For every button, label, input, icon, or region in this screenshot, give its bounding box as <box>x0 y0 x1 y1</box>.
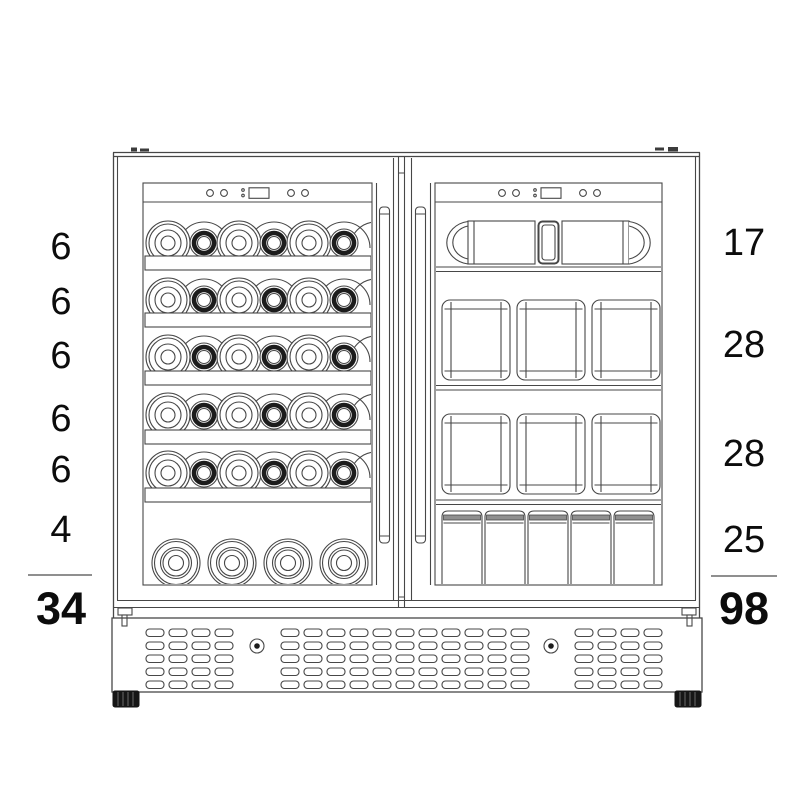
left-control-panel <box>206 187 309 199</box>
left-door-handle <box>378 206 391 544</box>
standing-bottle-row <box>151 538 369 584</box>
leveling-foot <box>112 690 140 708</box>
left-door-wine-zone <box>142 182 391 586</box>
vent-slots-left <box>146 629 233 689</box>
can-shelf-lower <box>441 413 661 495</box>
right-total-divider <box>711 575 777 577</box>
vent-slots-right <box>575 629 662 689</box>
wine-shelf-front <box>144 255 371 271</box>
screw-icon <box>543 638 559 654</box>
vent-slots-middle <box>281 629 529 689</box>
wine-shelf-front <box>144 312 371 328</box>
lying-bottles-shelf <box>446 220 651 265</box>
left-shelf-count-5: 6 <box>50 449 72 491</box>
left-shelf-count-3: 6 <box>50 335 72 377</box>
left-total-divider <box>28 574 92 576</box>
right-door-beverage-zone <box>414 182 663 586</box>
kick-plate-base <box>111 607 703 708</box>
left-glass-frame <box>142 182 373 586</box>
left-shelf-count-4: 6 <box>50 398 72 440</box>
right-control-panel <box>498 187 601 199</box>
control-buttons-and-display-icon <box>206 187 309 199</box>
left-shelf-count-6: 4 <box>50 509 72 551</box>
base-hinge-bracket <box>117 607 133 616</box>
right-shelf-count-3: 28 <box>722 433 766 475</box>
screw-icon <box>249 638 265 654</box>
left-shelf-count-2: 6 <box>50 281 72 323</box>
wine-shelf-front <box>144 429 371 445</box>
right-shelf-count-4: 25 <box>722 519 766 561</box>
leveling-foot <box>674 690 702 708</box>
cabinet-frame <box>112 147 701 618</box>
right-zone-total: 98 <box>718 583 770 634</box>
top-left-hinge-icon <box>131 147 137 152</box>
slim-can-shelf <box>441 510 655 584</box>
can-shelf-upper <box>441 299 661 381</box>
top-right-hinge-icon <box>655 147 664 151</box>
right-shelf-count-1: 17 <box>722 222 766 264</box>
wine-shelf-front <box>144 487 371 503</box>
door-seam <box>397 157 406 607</box>
left-zone-total: 34 <box>35 583 87 634</box>
left-shelf-count-1: 6 <box>50 226 72 268</box>
base-hinge-bracket <box>681 607 697 616</box>
control-buttons-and-display-icon <box>498 187 601 199</box>
right-shelf-count-2: 28 <box>722 324 766 366</box>
right-door-handle <box>414 206 427 544</box>
wine-shelf-front <box>144 370 371 386</box>
right-glass-frame <box>434 182 663 586</box>
